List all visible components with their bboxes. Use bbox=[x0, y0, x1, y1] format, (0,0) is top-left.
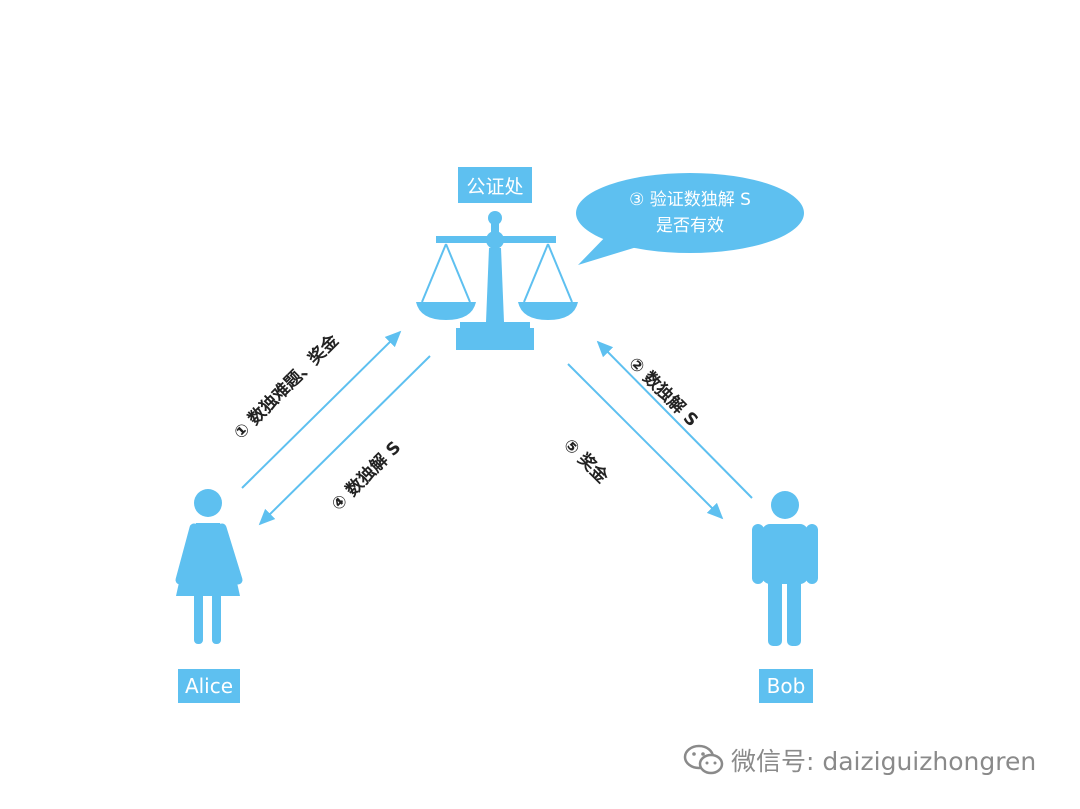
alice-icon bbox=[175, 489, 243, 644]
watermark-text: 微信号: daiziguizhongren bbox=[731, 747, 1037, 776]
bubble-text: ③ 验证数独解 S 是否有效 bbox=[600, 187, 780, 239]
arrow-step4 bbox=[258, 355, 431, 526]
bob-label: Bob bbox=[759, 669, 813, 703]
bob-icon bbox=[752, 491, 818, 646]
speech-bubble bbox=[576, 173, 804, 265]
alice-label: Alice bbox=[178, 669, 240, 703]
arrow-step2 bbox=[596, 340, 753, 499]
arrow-step5 bbox=[567, 363, 724, 520]
bubble-line-1: ③ 验证数独解 S bbox=[629, 190, 751, 210]
watermark: 微信号: daiziguizhongren bbox=[683, 742, 1036, 778]
balance-scale-icon bbox=[416, 211, 578, 350]
wechat-icon bbox=[683, 744, 724, 775]
notary-label: 公证处 bbox=[458, 167, 532, 203]
bubble-line-2: 是否有效 bbox=[656, 216, 724, 236]
arrow-step1 bbox=[241, 330, 402, 489]
